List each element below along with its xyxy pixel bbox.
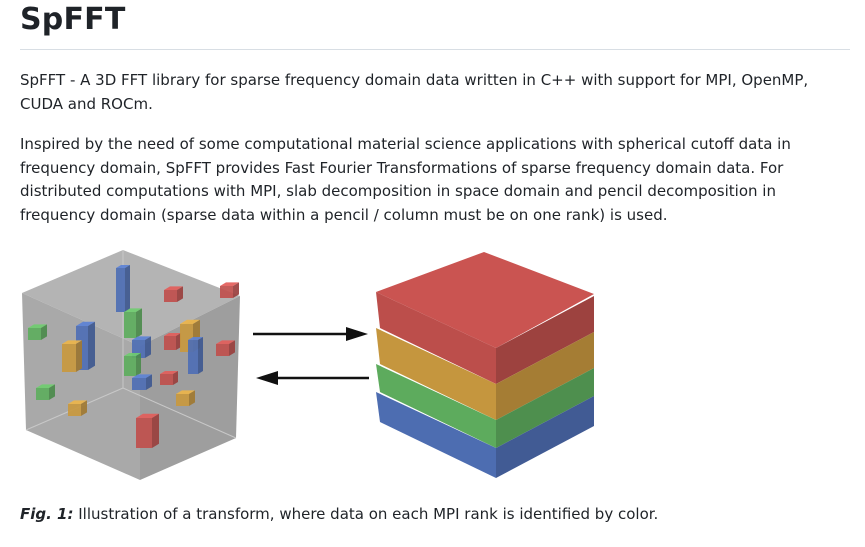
- blue-block: [132, 374, 152, 390]
- red-block: [164, 333, 181, 350]
- caption-text: Illustration of a transform, where data …: [73, 505, 659, 523]
- forward-arrow: [253, 327, 368, 341]
- slab-rank-red: [376, 292, 594, 384]
- green-block: [124, 353, 141, 376]
- green-pencil: [124, 308, 142, 338]
- orange-pencil: [62, 340, 82, 372]
- sparse-cube: [22, 250, 240, 480]
- slab-cube: [376, 252, 594, 478]
- slab-rank-green: [376, 364, 594, 448]
- page-title: SpFFT: [20, 2, 126, 37]
- slab-rank-orange: [376, 328, 594, 420]
- orange-block: [176, 390, 195, 406]
- caption-label: Fig. 1:: [20, 505, 74, 523]
- blue-pencil: [188, 337, 203, 374]
- intro-paragraph: SpFFT - A 3D FFT library for sparse freq…: [20, 71, 809, 113]
- red-pencil: [136, 413, 159, 448]
- figure-caption: Fig. 1: Illustration of a transform, whe…: [20, 505, 658, 523]
- green-block: [36, 384, 55, 400]
- backward-arrow: [256, 371, 369, 385]
- slab-rank-blue: [376, 392, 594, 478]
- red-block: [160, 371, 178, 385]
- title-divider: [20, 49, 850, 50]
- red-block: [220, 282, 239, 298]
- slab-top-face: [376, 252, 594, 348]
- transform-illustration: [22, 250, 594, 480]
- green-block: [28, 324, 47, 340]
- blue-pencil: [116, 265, 130, 312]
- orange-block: [68, 400, 87, 416]
- red-block: [216, 340, 235, 356]
- description-paragraph: Inspired by the need of some computation…: [20, 135, 791, 224]
- red-block: [164, 286, 183, 302]
